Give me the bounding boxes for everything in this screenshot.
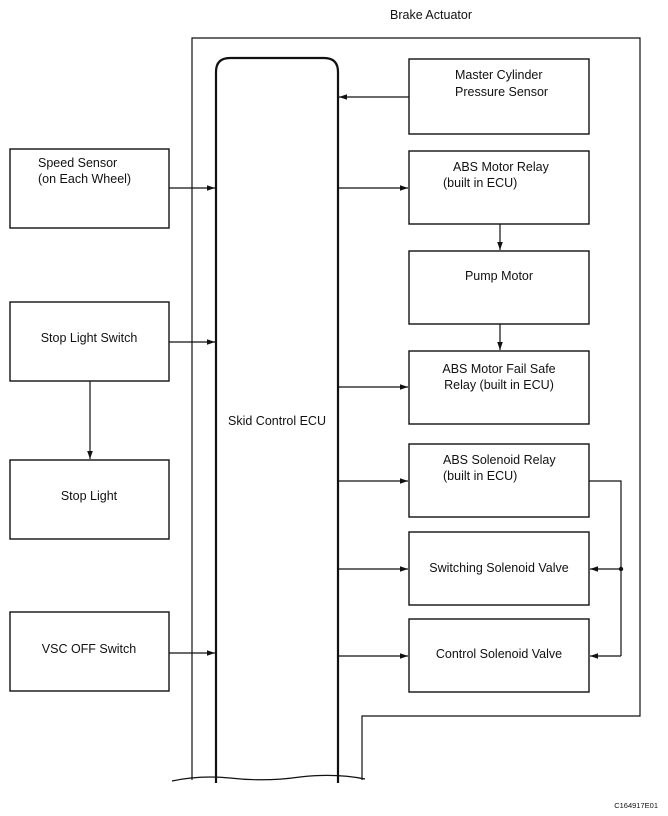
svg-text:Relay (built in ECU): Relay (built in ECU) [444,378,554,392]
svg-text:Pump Motor: Pump Motor [465,269,533,283]
brake-actuator-title: Brake Actuator [390,8,472,22]
svg-text:ABS Solenoid Relay: ABS Solenoid Relay [443,453,556,467]
stop-light-switch-box: Stop Light Switch [9,301,170,382]
svg-text:ABS Motor Relay: ABS Motor Relay [453,160,550,174]
abs-solenoid-relay-box: ABS Solenoid Relay (built in ECU) [408,443,590,518]
svg-text:ABS Motor Fail Safe: ABS Motor Fail Safe [442,362,555,376]
figure-id: C164917E01 [614,801,658,810]
stop-light-box: Stop Light [9,459,170,540]
svg-text:Pressure Sensor: Pressure Sensor [455,85,548,99]
brake-actuator-outline [191,37,641,780]
switching-solenoid-valve-box: Switching Solenoid Valve [408,531,590,606]
abs-motor-relay-box: ABS Motor Relay (built in ECU) [408,150,590,225]
pump-motor-box: Pump Motor [408,250,590,325]
master-cylinder-pressure-sensor-box: Master Cylinder Pressure Sensor [408,58,590,135]
control-solenoid-valve-box: Control Solenoid Valve [408,618,590,693]
svg-text:Speed Sensor: Speed Sensor [38,156,117,170]
svg-text:Stop Light Switch: Stop Light Switch [41,331,138,345]
vsc-off-switch-box: VSC OFF Switch [9,611,170,692]
svg-text:Control Solenoid Valve: Control Solenoid Valve [436,647,562,661]
skid-control-ecu-block [214,56,340,783]
svg-text:VSC OFF Switch: VSC OFF Switch [42,642,137,656]
svg-text:Stop Light: Stop Light [61,489,118,503]
solenoid-relay-feed-line [589,480,622,656]
speed-sensor-box: Speed Sensor (on Each Wheel) [9,148,170,229]
svg-text:Master Cylinder: Master Cylinder [455,68,543,82]
ecu-bottom-wave [171,774,366,782]
skid-control-ecu-label: Skid Control ECU [228,414,326,428]
abs-motor-fail-safe-relay-box: ABS Motor Fail Safe Relay (built in ECU) [408,350,590,425]
svg-text:(on Each Wheel): (on Each Wheel) [38,172,131,186]
svg-text:(built in ECU): (built in ECU) [443,176,517,190]
svg-text:Switching Solenoid Valve: Switching Solenoid Valve [429,561,568,575]
svg-text:(built in ECU): (built in ECU) [443,469,517,483]
feed-junction-dot [618,566,624,572]
